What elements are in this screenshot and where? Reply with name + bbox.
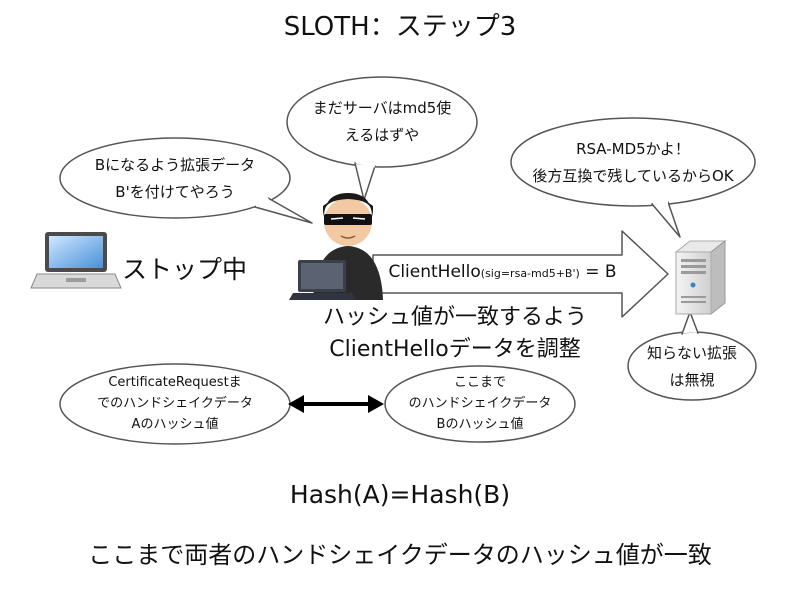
speech-bubble-server-top: [510, 117, 756, 238]
hash-line: のハンドシェイクデータ: [408, 396, 552, 411]
speech-bubble-server-bottom: [627, 311, 757, 401]
hash-line: でのハンドシェイクデータ: [97, 396, 253, 411]
hacker-icon: [289, 193, 383, 300]
bubble-line: は無視: [669, 371, 715, 389]
hash-line: Aのハッシュ値: [131, 417, 219, 432]
hash-a-text: CertificateRequestま でのハンドシェイクデータ Aのハッシュ値: [62, 372, 288, 435]
bubble-line: えるはずや: [344, 126, 420, 144]
hash-line: ここまで: [453, 375, 506, 390]
arrow-label: ClientHello(sig=rsa-md5+B') = B: [380, 262, 625, 282]
bubble-line: まだサーバはmd5使: [312, 99, 452, 117]
server-icon: [674, 239, 727, 316]
arrow-label-main: ClientHello: [388, 262, 481, 282]
hash-b-text: ここまで のハンドシェイクデータ Bのハッシュ値: [388, 372, 572, 435]
adjust-line: ClientHelloデータを調整: [329, 337, 581, 362]
bubble-line: RSA-MD5かよ！: [576, 140, 690, 158]
hash-b-ellipse: [384, 365, 576, 443]
bubble-server-bottom-text: 知らない拡張 は無視: [632, 340, 752, 394]
double-arrow-icon: [288, 395, 384, 413]
page-title: SLOTH：ステップ3: [283, 12, 517, 42]
bubble-line: B'を付けてやろう: [115, 183, 235, 201]
hash-line: CertificateRequestま: [108, 375, 242, 390]
client-status-label: ストップ中: [122, 255, 248, 284]
conclusion-text: ここまで両者のハンドシェイクデータのハッシュ値が一致: [88, 541, 712, 569]
adjust-line: ハッシュ値が一致するよう: [322, 305, 587, 330]
arrow-label-sub: (sig=rsa-md5+B'): [480, 267, 580, 280]
speech-bubble-attacker-left: [59, 137, 313, 224]
client-hello-arrow: [372, 230, 669, 318]
bubble-attacker-left-text: Bになるよう拡張データ B'を付けてやろう: [65, 152, 285, 206]
bubble-server-top-text: RSA-MD5かよ！ 後方互換で残しているからOK: [513, 136, 753, 190]
laptop-icon: [30, 232, 122, 289]
bubble-attacker-top-text: まだサーバはmd5使 えるはずや: [290, 95, 474, 149]
bubble-line: 知らない拡張: [646, 344, 737, 362]
hash-line: Bのハッシュ値: [436, 417, 524, 432]
hash-equation: Hash(A)=Hash(B): [289, 480, 511, 509]
bubble-line: Bになるよう拡張データ: [94, 156, 256, 174]
arrow-label-tail: = B: [579, 262, 617, 282]
adjust-text: ハッシュ値が一致するよう ClientHelloデータを調整: [300, 302, 610, 366]
bubble-line: 後方互換で残しているからOK: [532, 167, 734, 185]
speech-bubble-attacker-top: [286, 76, 478, 201]
